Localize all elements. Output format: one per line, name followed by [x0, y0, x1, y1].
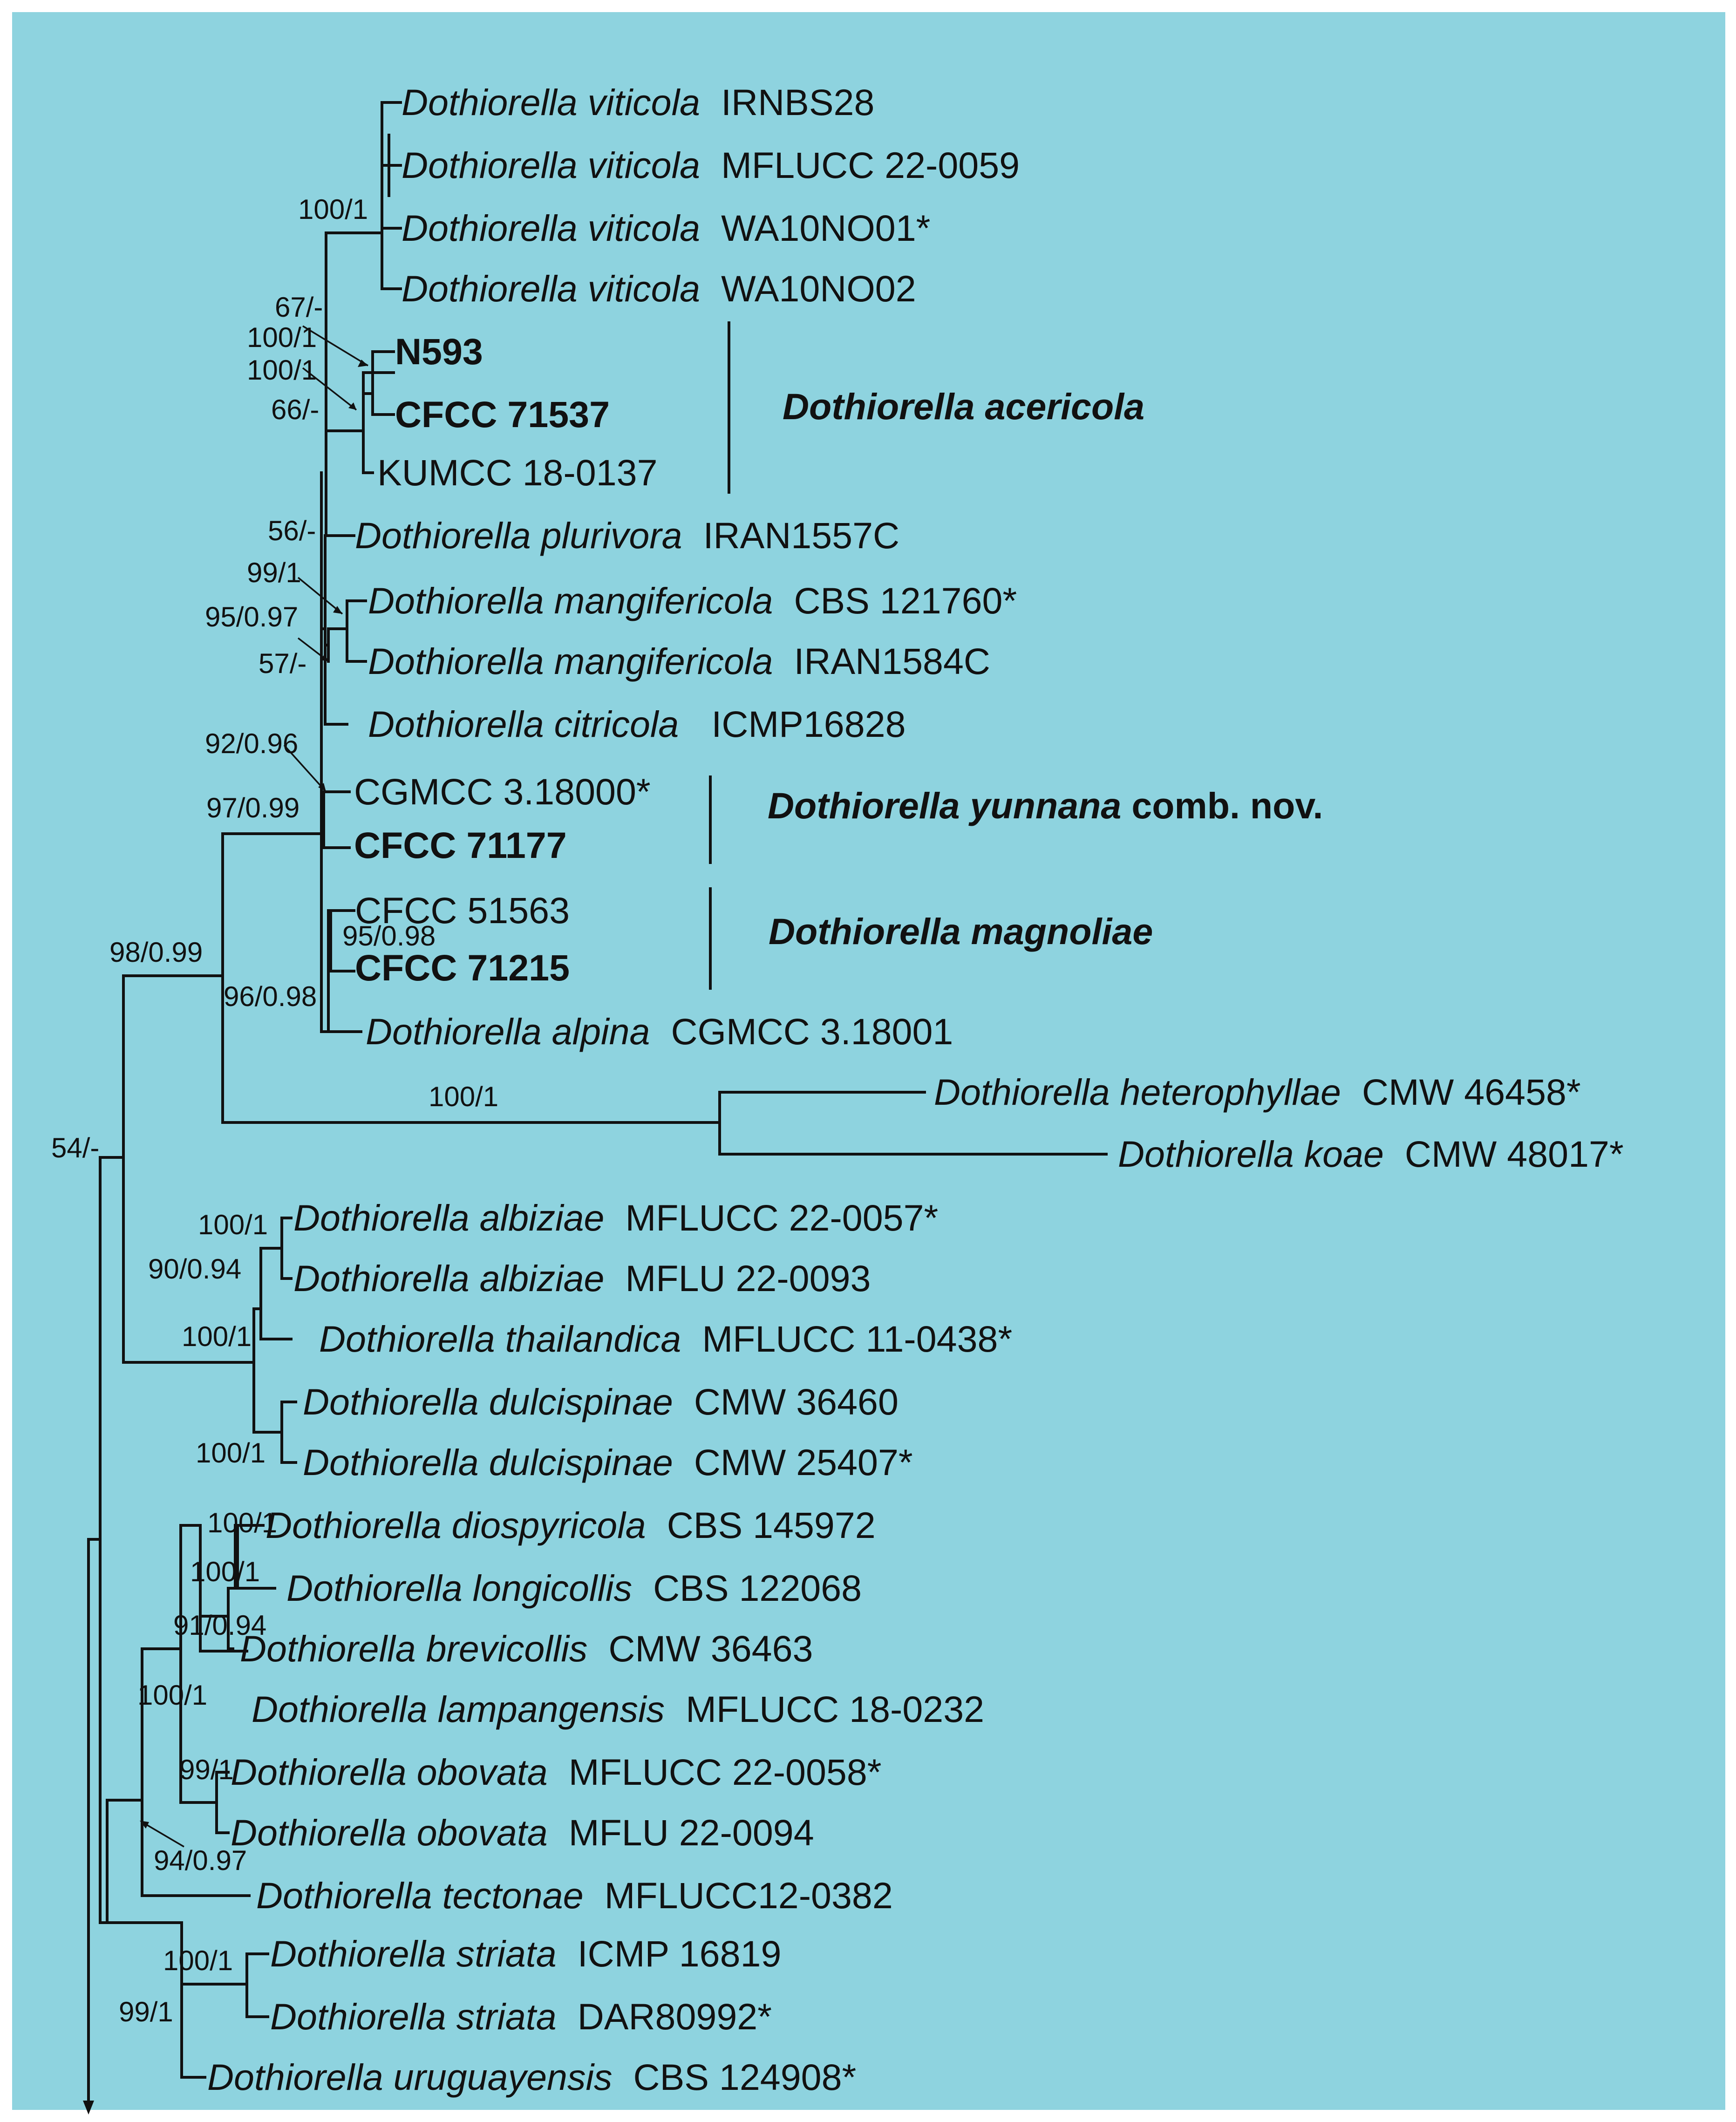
clade-name-magnoliae: Dothiorella magnoliae — [769, 911, 1153, 952]
root-arrow-icon — [83, 2101, 94, 2115]
support-value: 66/- — [271, 394, 319, 425]
support-value: 100/1 — [196, 1437, 266, 1469]
support-value: 100/1 — [247, 322, 317, 353]
support-values: 100/1 67/- 100/1 100/1 66/- 56/- 99/1 95… — [51, 194, 498, 2027]
support-value: 95/0.97 — [205, 601, 298, 633]
support-value: 90/0.94 — [148, 1253, 241, 1285]
support-value: 94/0.97 — [154, 1845, 247, 1876]
pointer-arrows — [144, 325, 368, 1848]
support-value: 54/- — [51, 1132, 99, 1163]
tree-panel — [12, 12, 1725, 2110]
support-value: 96/0.98 — [224, 981, 317, 1012]
support-value: 100/1 — [198, 1209, 268, 1240]
taxon-label: N593 — [395, 331, 483, 372]
taxon-label: CFCC 71177 — [354, 824, 567, 866]
taxon-label: CGMCC 3.18000* — [354, 771, 651, 812]
support-value: 95/0.98 — [342, 920, 436, 952]
clade-brackets — [709, 321, 730, 990]
support-value: 100/1 — [190, 1556, 260, 1587]
support-value: 98/0.99 — [109, 937, 203, 968]
support-value: 99/1 — [119, 1996, 173, 2027]
support-value: 100/1 — [163, 1945, 233, 1976]
taxon-label: KUMCC 18-0137 — [377, 452, 658, 493]
support-value: 100/1 — [137, 1680, 207, 1711]
taxon-label: CFCC 71215 — [355, 947, 570, 988]
taxon-label: CFCC 51563 — [355, 890, 570, 931]
support-value: 100/1 — [298, 194, 368, 225]
clade-name-acericola: Dothiorella acericola — [783, 386, 1144, 427]
support-value: 67/- — [275, 292, 323, 323]
support-value: 57/- — [259, 648, 306, 679]
clade-names: Dothiorella acericola Dothiorella yunnan… — [768, 386, 1323, 952]
support-value: 56/- — [268, 515, 316, 546]
support-value: 100/1 — [247, 354, 317, 386]
support-value: 92/0.96 — [205, 728, 298, 759]
taxon-label: CFCC 71537 — [395, 394, 610, 435]
support-value: 100/1 — [207, 1507, 277, 1538]
support-value: 100/1 — [182, 1321, 252, 1352]
support-value: 97/0.99 — [206, 792, 300, 823]
support-value: 99/1 — [247, 557, 301, 588]
clade-name-yunnana: Dothiorella yunnana comb. nov. — [768, 785, 1323, 826]
support-value: 99/1 — [179, 1754, 234, 1785]
support-value: 100/1 — [429, 1081, 498, 1112]
tree-branches — [87, 101, 1108, 2107]
pointer-arrowheads — [140, 360, 368, 1829]
support-value: 91/0.94 — [173, 1610, 266, 1641]
